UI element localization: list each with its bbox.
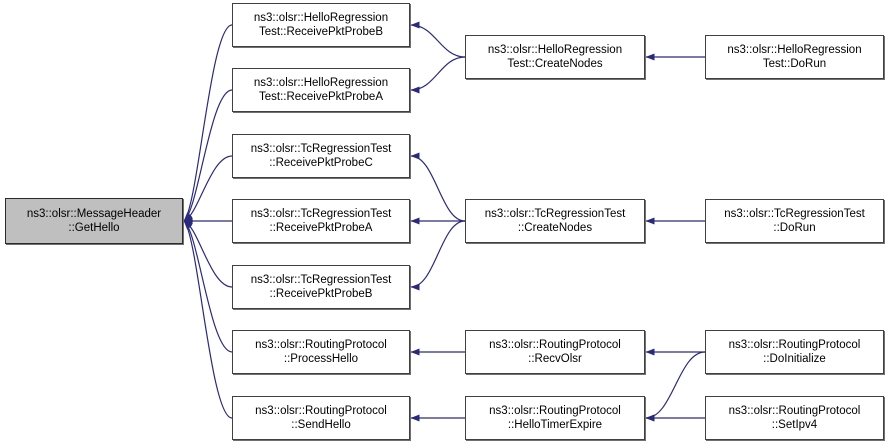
- node-label: ns3::olsr::HelloRegression Test::Receive…: [253, 77, 389, 103]
- node-label: ns3::olsr::TcRegressionTest ::DoRun: [724, 208, 865, 234]
- node-label: ns3::olsr::TcRegressionTest ::ReceivePkt…: [250, 208, 392, 234]
- graph-node[interactable]: ns3::olsr::RoutingProtocol ::SendHello: [232, 396, 410, 440]
- graph-node[interactable]: ns3::olsr::TcRegressionTest ::ReceivePkt…: [232, 265, 410, 309]
- edges: [183, 21, 706, 422]
- call-edge: [645, 351, 706, 422]
- graph-node[interactable]: ns3::olsr::HelloRegression Test::Receive…: [232, 3, 410, 47]
- call-edge: [410, 56, 466, 94]
- node-label: ns3::olsr::HelloRegression Test::DoRun: [727, 44, 862, 70]
- node-label: ns3::olsr::HelloRegression Test::Receive…: [253, 12, 389, 38]
- call-edge: [183, 155, 233, 222]
- call-edge: [183, 89, 233, 222]
- graph-node[interactable]: ns3::olsr::HelloRegression Test::CreateN…: [465, 35, 645, 79]
- node-label: ns3::olsr::RoutingProtocol ::SetIpv4: [728, 405, 861, 431]
- node-label: ns3::olsr::RoutingProtocol ::RecvOlsr: [489, 339, 621, 365]
- node-label: ns3::olsr::TcRegressionTest ::ReceivePkt…: [250, 143, 392, 169]
- node-label: ns3::olsr::TcRegressionTest ::CreateNode…: [484, 208, 626, 234]
- graph-node[interactable]: ns3::olsr::TcRegressionTest ::ReceivePkt…: [232, 199, 410, 243]
- call-edge: [410, 220, 466, 291]
- graph-node[interactable]: ns3::olsr::HelloRegression Test::DoRun: [705, 35, 884, 79]
- graph-node[interactable]: ns3::olsr::TcRegressionTest ::ReceivePkt…: [232, 134, 410, 178]
- node-label: ns3::olsr::TcRegressionTest ::ReceivePkt…: [250, 274, 392, 300]
- call-edge: [410, 21, 466, 58]
- node-label: ns3::olsr::MessageHeader ::GetHello: [26, 208, 162, 234]
- graph-node[interactable]: ns3::olsr::RoutingProtocol ::DoInitializ…: [705, 330, 884, 374]
- node-label: ns3::olsr::RoutingProtocol ::HelloTimerE…: [489, 405, 621, 431]
- current-node[interactable]: ns3::olsr::MessageHeader ::GetHello: [5, 198, 183, 244]
- call-edge: [183, 220, 233, 288]
- graph-node[interactable]: ns3::olsr::TcRegressionTest ::DoRun: [705, 199, 884, 243]
- call-edge: [410, 152, 466, 222]
- node-label: ns3::olsr::RoutingProtocol ::SendHello: [255, 405, 387, 431]
- node-label: ns3::olsr::RoutingProtocol ::DoInitializ…: [728, 339, 861, 365]
- node-label: ns3::olsr::HelloRegression Test::CreateN…: [487, 44, 623, 70]
- graph-node[interactable]: ns3::olsr::RoutingProtocol ::RecvOlsr: [465, 330, 645, 374]
- graph-node[interactable]: ns3::olsr::HelloRegression Test::Receive…: [232, 68, 410, 112]
- call-edge: [183, 220, 233, 419]
- graph-node[interactable]: ns3::olsr::RoutingProtocol ::ProcessHell…: [232, 330, 410, 374]
- graph-node[interactable]: ns3::olsr::RoutingProtocol ::HelloTimerE…: [465, 396, 645, 440]
- call-edge: [183, 24, 233, 222]
- node-label: ns3::olsr::RoutingProtocol ::ProcessHell…: [255, 339, 387, 365]
- graph-node[interactable]: ns3::olsr::TcRegressionTest ::CreateNode…: [465, 199, 645, 243]
- graph-node[interactable]: ns3::olsr::RoutingProtocol ::SetIpv4: [705, 396, 884, 440]
